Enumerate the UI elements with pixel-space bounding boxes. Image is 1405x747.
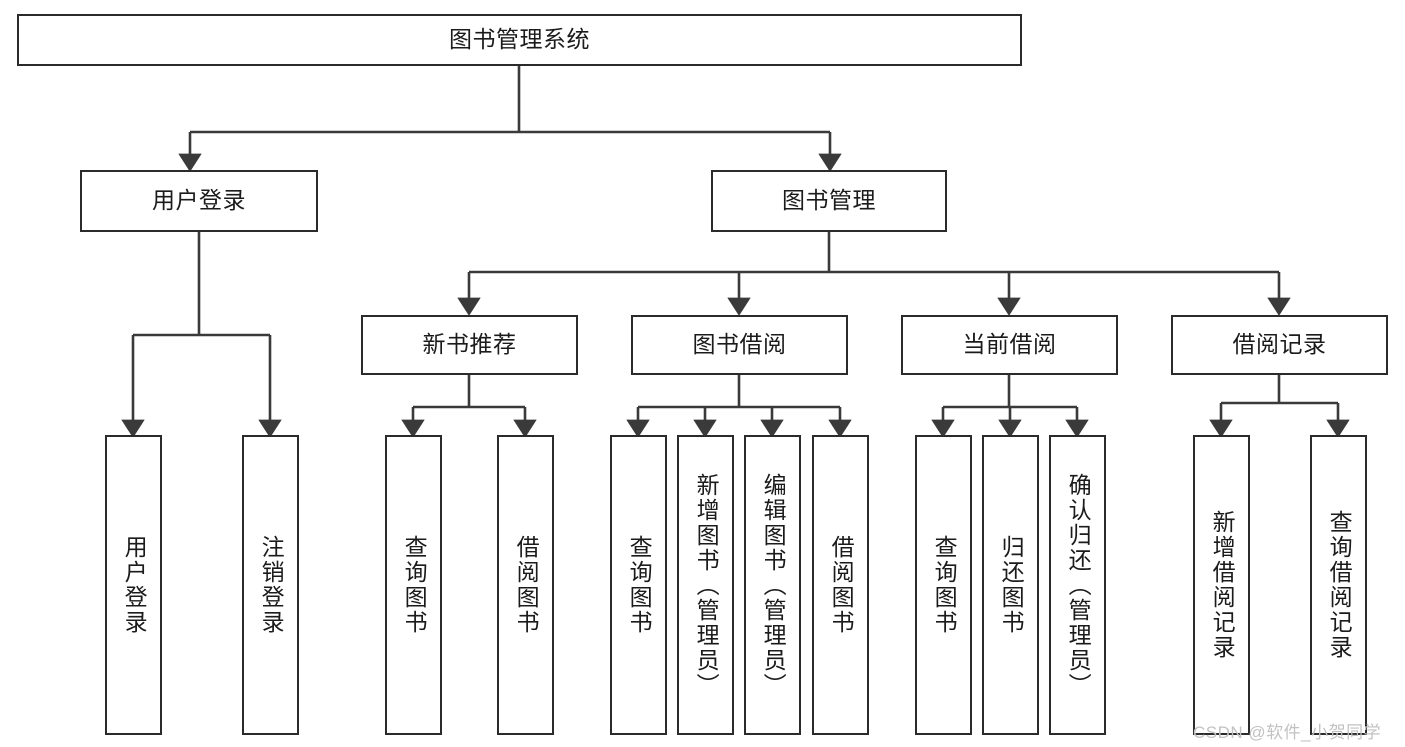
leaf-current-query-book[interactable]: 查询图书 xyxy=(915,435,972,735)
node-book-management-label: 图书管理 xyxy=(782,187,876,214)
leaf-current-return-book[interactable]: 归还图书 xyxy=(982,435,1039,735)
leaf-current-query-book-label: 查询图书 xyxy=(931,535,958,635)
node-book-management[interactable]: 图书管理 xyxy=(711,170,947,232)
node-borrow-record-label: 借阅记录 xyxy=(1232,331,1327,358)
leaf-record-add[interactable]: 新增借阅记录 xyxy=(1193,435,1250,735)
node-new-book-recommend[interactable]: 新书推荐 xyxy=(361,315,578,375)
node-borrow-record[interactable]: 借阅记录 xyxy=(1171,315,1388,375)
leaf-borrow-query-book-label: 查询图书 xyxy=(626,535,653,635)
leaf-new-book-query[interactable]: 查询图书 xyxy=(385,435,442,735)
leaf-borrow-add-book-label: 新增图书（管理员） xyxy=(693,472,720,698)
leaf-current-confirm-return[interactable]: 确认归还（管理员） xyxy=(1049,435,1106,735)
node-new-book-recommend-label: 新书推荐 xyxy=(422,331,517,358)
leaf-borrow-edit-book-label: 编辑图书（管理员） xyxy=(760,472,787,698)
leaf-record-query[interactable]: 查询借阅记录 xyxy=(1310,435,1367,735)
node-user-login[interactable]: 用户登录 xyxy=(80,170,318,232)
leaf-user-login-login[interactable]: 用户登录 xyxy=(105,435,162,735)
leaf-new-book-query-label: 查询图书 xyxy=(401,535,428,635)
node-book-borrow-label: 图书借阅 xyxy=(692,331,787,358)
leaf-new-book-borrow[interactable]: 借阅图书 xyxy=(497,435,554,735)
leaf-record-add-label: 新增借阅记录 xyxy=(1209,510,1236,660)
node-book-borrow[interactable]: 图书借阅 xyxy=(631,315,848,375)
node-root[interactable]: 图书管理系统 xyxy=(17,14,1022,66)
leaf-record-query-label: 查询借阅记录 xyxy=(1326,510,1353,660)
node-user-login-label: 用户登录 xyxy=(152,187,246,214)
node-root-label: 图书管理系统 xyxy=(449,26,590,53)
leaf-borrow-add-book[interactable]: 新增图书（管理员） xyxy=(677,435,734,735)
leaf-user-login-logout-label: 注销登录 xyxy=(258,535,285,635)
node-current-borrow-label: 当前借阅 xyxy=(962,331,1057,358)
leaf-current-return-book-label: 归还图书 xyxy=(998,535,1025,635)
leaf-current-confirm-return-label: 确认归还（管理员） xyxy=(1065,472,1092,698)
leaf-borrow-borrow-book-label: 借阅图书 xyxy=(828,535,855,635)
leaf-borrow-query-book[interactable]: 查询图书 xyxy=(610,435,667,735)
leaf-user-login-logout[interactable]: 注销登录 xyxy=(242,435,299,735)
leaf-borrow-borrow-book[interactable]: 借阅图书 xyxy=(812,435,869,735)
leaf-new-book-borrow-label: 借阅图书 xyxy=(513,535,540,635)
node-current-borrow[interactable]: 当前借阅 xyxy=(901,315,1118,375)
leaf-user-login-login-label: 用户登录 xyxy=(121,535,148,635)
leaf-borrow-edit-book[interactable]: 编辑图书（管理员） xyxy=(744,435,801,735)
